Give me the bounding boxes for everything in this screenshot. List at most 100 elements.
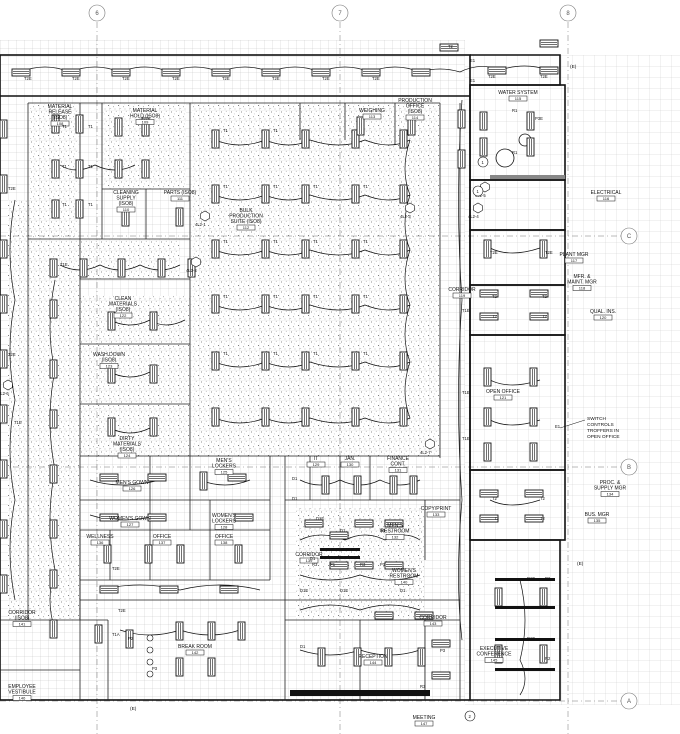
light-fixture — [99, 513, 119, 522]
panel-circuit-label: 4L2-4 — [468, 214, 479, 219]
room-number-box — [214, 469, 234, 475]
light-fixture — [51, 199, 60, 219]
light-fixture — [539, 644, 548, 664]
room-name: HOLD (ISO8) — [130, 114, 160, 120]
light-fixture — [317, 647, 326, 667]
room-number: 114 — [412, 115, 419, 120]
light-fixture — [211, 407, 220, 427]
fixture-type-tag: R1 — [512, 150, 518, 155]
light-fixture — [439, 43, 459, 52]
room-number: 109 — [142, 120, 149, 125]
light-fixture — [211, 351, 220, 371]
light-fixture — [539, 587, 548, 607]
light-fixture — [494, 587, 503, 607]
light-fixture — [457, 109, 466, 129]
room-name: (ISO8) — [119, 201, 134, 207]
pendant-fixture — [146, 670, 154, 678]
light-fixture — [75, 159, 84, 179]
fixture-type-tag: T2 — [542, 314, 548, 319]
light-fixture — [529, 367, 538, 387]
room-number-box — [306, 461, 326, 468]
fixture-type-tag: T1 — [62, 202, 68, 207]
light-fixture — [526, 111, 535, 131]
room-number: 120 — [600, 315, 607, 320]
room-name: MATERIAL — [48, 104, 73, 110]
fixture-type-tag: D1 — [310, 556, 316, 561]
fixture-type-tag: T1 — [223, 184, 229, 189]
room-number-box — [423, 620, 443, 627]
light-fixture — [353, 647, 362, 667]
light-fixture — [261, 351, 270, 371]
room-name: IT — [314, 456, 318, 462]
fixture-type-tag: T1E — [462, 308, 470, 313]
room-number: 113 — [369, 114, 376, 119]
room-number: 128 — [221, 525, 228, 530]
room-name: WEIGHING — [359, 108, 385, 114]
room-name: WOMEN'S GOWN — [109, 516, 151, 522]
room-number-box — [426, 511, 446, 518]
room-name: MEN'S — [216, 458, 232, 464]
svg-text:C: C — [627, 234, 632, 240]
light-fixture — [321, 475, 330, 495]
svg-text:1: 1 — [477, 189, 480, 194]
light-fixture — [539, 66, 559, 75]
room-number-box — [135, 119, 155, 125]
fixture-type-tag: T2 — [448, 44, 454, 49]
fixture-type-tag: T1 — [313, 351, 319, 356]
room-name: MFR. & — [574, 274, 592, 280]
light-fixture — [479, 514, 499, 523]
light-fixture — [0, 119, 8, 139]
switch-note-line-2: CONTROLS — [587, 422, 614, 428]
light-fixture — [0, 349, 8, 369]
room-name: JAN. — [345, 456, 356, 462]
fixture-type-tag: P3 — [152, 666, 158, 671]
room-name: CORRIDOR — [419, 615, 447, 621]
fixture-type-tag: T1 — [223, 239, 229, 244]
room-number: 138 — [221, 540, 228, 545]
light-fixture — [51, 159, 60, 179]
light-fixture — [479, 489, 499, 498]
room-number: 126 — [129, 486, 136, 491]
room-number-box — [388, 467, 408, 473]
fixture-type-tag: T2E — [118, 608, 126, 613]
fixture-type-tag: T2E — [24, 76, 32, 81]
room-number: 108 — [57, 121, 64, 126]
fixture-type-tag: T2 — [492, 496, 498, 501]
light-fixture — [107, 417, 116, 437]
room-number-box — [12, 621, 32, 627]
room-name: BREAK ROOM — [178, 644, 212, 650]
light-fixture — [374, 611, 394, 620]
room-label: CORRIDOR(ISO8)141 — [8, 610, 36, 627]
circuit-wiring — [9, 65, 549, 696]
room-number: 119 — [459, 293, 466, 298]
light-fixture — [483, 407, 492, 427]
fixture-type-tag: T2E — [122, 76, 130, 81]
room-number: 118 — [579, 286, 586, 291]
light-fixture — [234, 513, 254, 522]
fixture-type-tag: T1 — [313, 184, 319, 189]
room-label: PARTS (ISO8)111 — [164, 190, 197, 202]
fixture-type-tag: T2E — [8, 352, 16, 357]
light-fixture — [147, 473, 167, 482]
light-fixture — [11, 68, 31, 77]
room-number: 117 — [571, 258, 578, 263]
fixture-type-tag: T2E — [72, 76, 80, 81]
room-name: MATERIALS — [109, 302, 138, 308]
fixture-type-tag: T2E — [488, 74, 496, 79]
room-number: 144 — [370, 660, 377, 665]
panel-circuit-label: 4L2-1 — [195, 222, 206, 227]
room-name: PARTS (ISO8) — [164, 190, 197, 196]
room-name: MEN'S — [387, 523, 403, 529]
pendant-fixture — [146, 658, 154, 666]
room-number-box — [214, 539, 234, 546]
room-label: WASH DOWN(ISO8)123 — [93, 352, 125, 369]
